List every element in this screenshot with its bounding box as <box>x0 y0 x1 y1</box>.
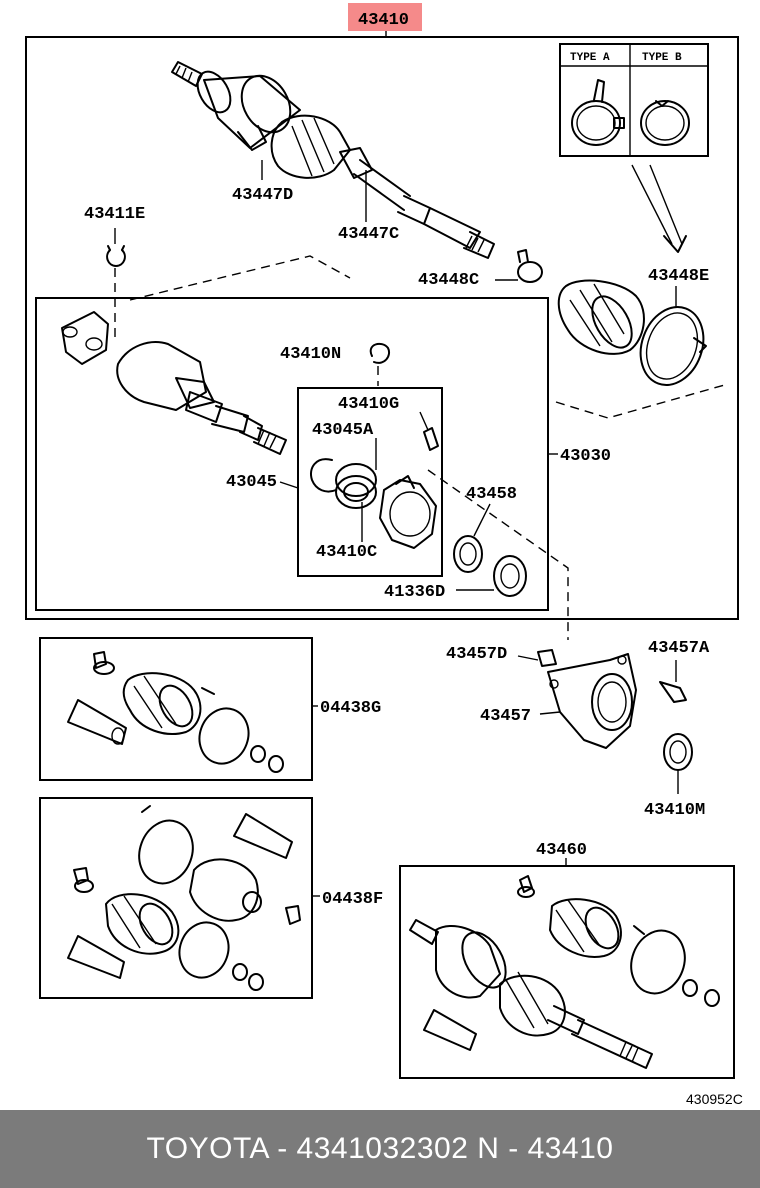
parts-diagram: 43410 TYPE A TYPE B <box>25 3 743 1107</box>
label-41336D[interactable]: 41336D <box>384 583 445 602</box>
label-43457A[interactable]: 43457A <box>648 639 710 658</box>
label-04438F[interactable]: 04438F <box>322 890 383 909</box>
boot-kit-g-icon <box>67 651 284 773</box>
boot-clamp-icon <box>517 249 543 283</box>
label-43458[interactable]: 43458 <box>466 485 517 504</box>
main-assembly-frame <box>25 36 739 620</box>
label-43448C[interactable]: 43448C <box>418 271 479 290</box>
label-43410G[interactable]: 43410G <box>338 395 399 414</box>
drive-shaft-assembly-icon <box>171 61 495 259</box>
inner-joint-icon <box>61 311 287 455</box>
label-43410C[interactable]: 43410C <box>316 543 377 562</box>
type-b-label: TYPE B <box>642 52 682 64</box>
bearing-subassembly-frame <box>297 387 443 577</box>
label-43045[interactable]: 43045 <box>226 473 277 492</box>
snap-ring-icon <box>369 342 390 364</box>
outer-boot-icon <box>557 279 707 386</box>
label-43447C[interactable]: 43447C <box>338 225 399 244</box>
footer-bar: TOYOTA - 4341032302 N - 43410 <box>0 1110 760 1188</box>
label-43410M[interactable]: 43410M <box>644 801 705 820</box>
bearing-icon <box>310 458 377 509</box>
boot-kit-g-frame <box>39 637 313 781</box>
boot-kit-f-frame <box>39 797 313 999</box>
clamp-type-inset: TYPE A TYPE B <box>559 43 709 253</box>
oil-seal-icon <box>663 733 693 771</box>
label-04438G[interactable]: 04438G <box>320 699 381 718</box>
bearing-bracket-icon <box>379 475 437 549</box>
bearing-bracket-icon <box>547 653 637 749</box>
label-43448E[interactable]: 43448E <box>648 267 709 286</box>
type-a-label: TYPE A <box>570 52 610 64</box>
clamp-type-a-icon <box>571 79 625 146</box>
label-43457D[interactable]: 43457D <box>446 645 507 664</box>
drive-shaft-icon <box>409 875 720 1069</box>
shaft-frame <box>399 865 735 1079</box>
label-43411E[interactable]: 43411E <box>84 205 145 224</box>
footer-text: TOYOTA - 4341032302 N - 43410 <box>146 1132 614 1165</box>
oil-seal-icon <box>453 535 527 597</box>
top-code-highlight <box>348 3 422 31</box>
label-43447D[interactable]: 43447D <box>232 186 293 205</box>
label-43457[interactable]: 43457 <box>480 707 531 726</box>
label-43460[interactable]: 43460 <box>536 841 587 860</box>
clamp-type-b-icon <box>640 100 690 146</box>
drawing-code: 430952C <box>686 1091 743 1107</box>
label-43410N[interactable]: 43410N <box>280 345 341 364</box>
label-43030[interactable]: 43030 <box>560 447 611 466</box>
label-43045A[interactable]: 43045A <box>312 421 374 440</box>
boot-kit-f-icon <box>67 805 301 991</box>
top-code-label[interactable]: 43410 <box>358 11 409 30</box>
snap-ring-icon <box>106 245 126 267</box>
